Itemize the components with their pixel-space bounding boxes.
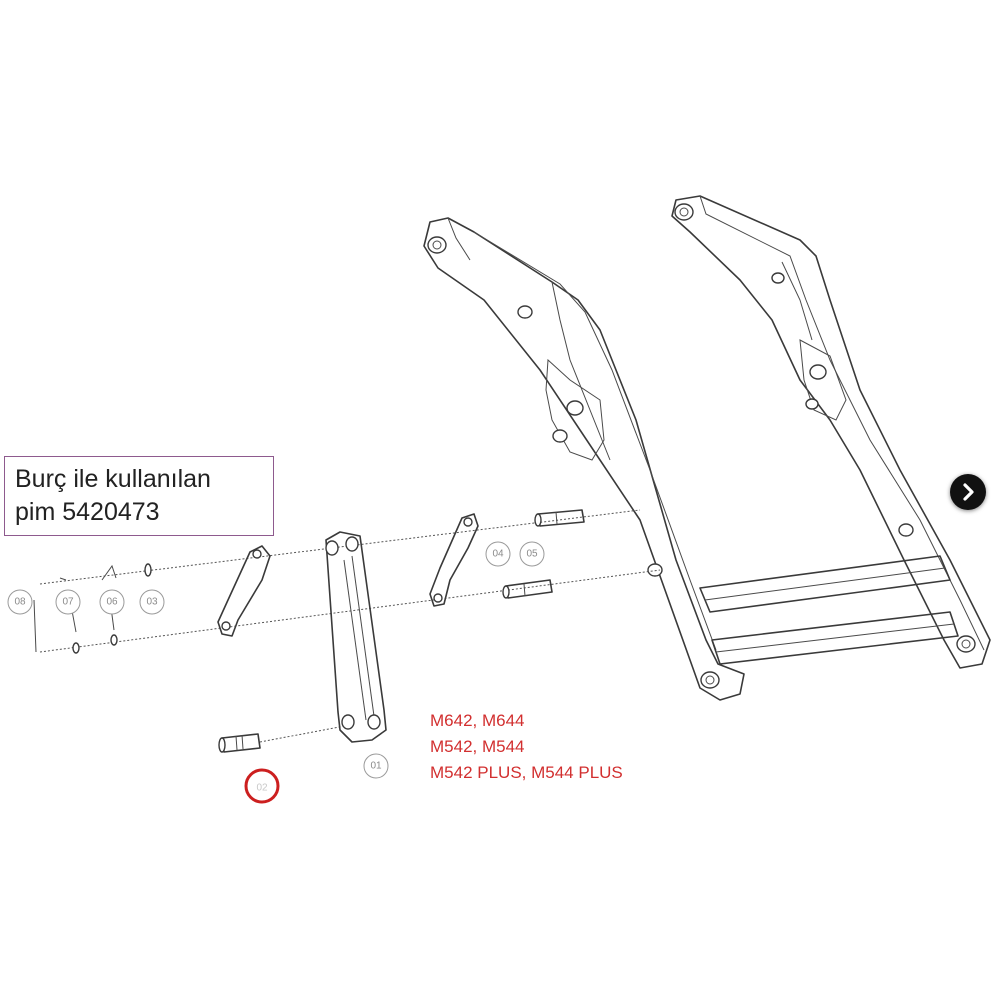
callout-08: 08 [7,589,33,615]
model-line-3: M542 PLUS, M544 PLUS [430,763,623,782]
assembly-axis-lines [39,509,661,743]
frame-hole [647,563,663,577]
callout-02-highlighted: 02 [244,768,280,804]
part-05-pins [502,509,585,599]
callout-01: 01 [363,753,389,779]
frame-hole [956,635,976,653]
frame-hole [427,236,447,254]
part-04-plate [429,513,479,607]
frame-hole [566,400,584,416]
callout-04: 04 [485,541,511,567]
callout-05: 05 [519,541,545,567]
frame-hole [700,671,720,689]
part-03-plate [217,545,271,637]
svg-text:05: 05 [526,549,538,560]
frame-hole [674,203,694,221]
svg-text:04: 04 [492,549,504,560]
frame-hole [805,398,819,410]
note-line-2: pim 5420473 [15,498,160,526]
svg-text:03: 03 [146,597,158,608]
model-list: M642, M644 M542, M544 M542 PLUS, M544 PL… [430,708,623,786]
callout-07: 07 [55,589,81,615]
svg-text:06: 06 [106,597,118,608]
note-line-1: Burç ile kullanılan [15,465,211,493]
part-02-pin [218,733,261,753]
small-hardware [33,563,152,654]
svg-text:01: 01 [370,761,382,772]
chevron-right-icon [963,483,974,501]
frame-hole [898,523,914,537]
callout-03: 03 [139,589,165,615]
svg-text:02: 02 [256,783,268,794]
svg-text:07: 07 [62,597,74,608]
frame-hole [771,272,785,284]
callout-06: 06 [99,589,125,615]
bushing-pin-note: Burç ile kullanılan pim 5420473 [4,456,274,536]
loader-arm-frame [423,195,991,701]
model-line-1: M642, M644 [430,711,525,730]
next-image-button[interactable] [950,474,986,510]
model-line-2: M542, M544 [430,737,525,756]
frame-hole [517,305,533,319]
frame-hole [552,429,568,443]
frame-hole [809,364,827,380]
svg-text:08: 08 [14,597,26,608]
part-01-link [325,531,387,743]
